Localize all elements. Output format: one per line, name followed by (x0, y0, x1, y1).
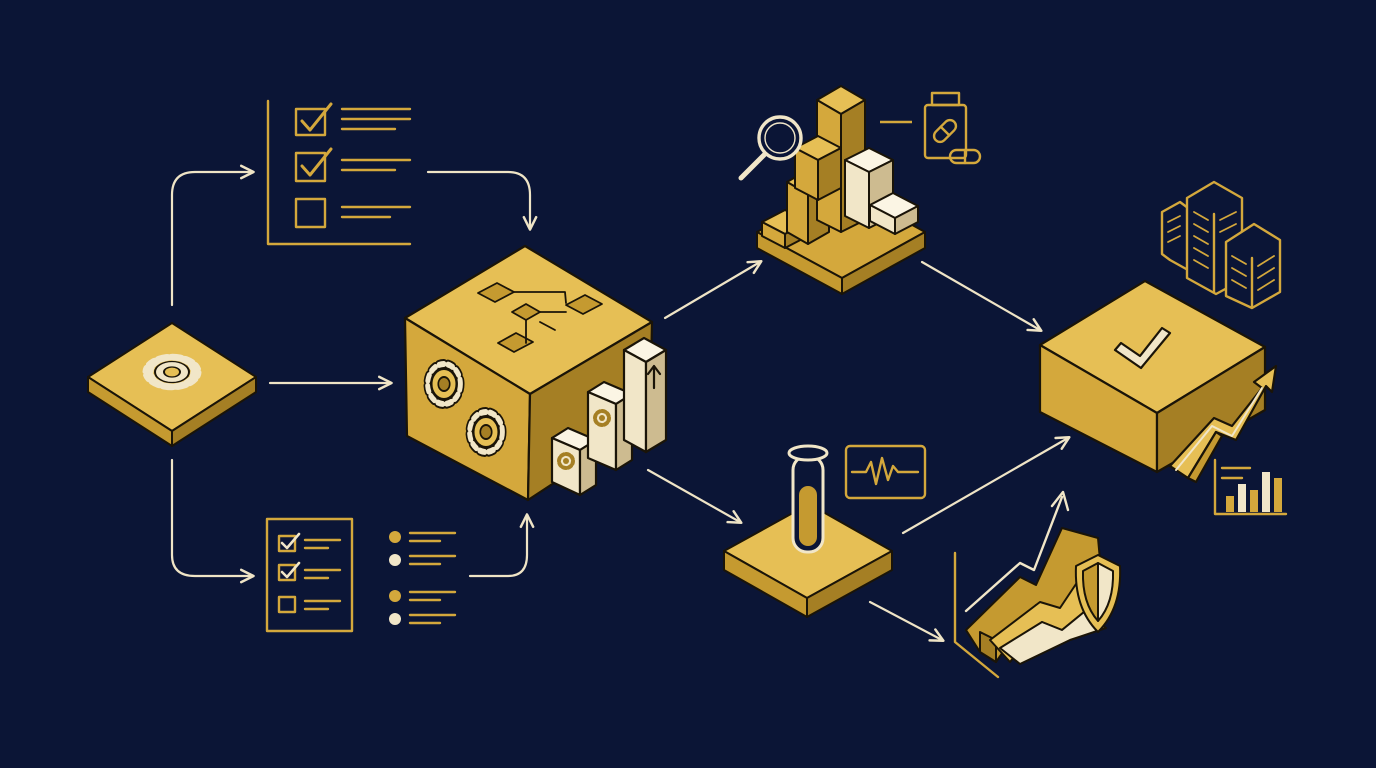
shield-icon (1074, 554, 1122, 633)
bullet-icon (389, 590, 401, 602)
arrow-checklist-to-cube (426, 170, 538, 231)
checkbox-empty-icon (294, 197, 327, 229)
up-arrow-icon (646, 364, 662, 390)
checklist-document (266, 99, 412, 246)
checkbox-checked-icon (277, 532, 301, 553)
gear-icon (142, 353, 202, 391)
approved-outcome-box (1038, 279, 1278, 484)
process-cube (403, 244, 668, 502)
risk-growth-chart (953, 490, 1122, 679)
bullet-icon (389, 554, 401, 566)
lab-test-platform (723, 444, 893, 618)
arrow-cube-to-lab (646, 468, 743, 524)
arrow-lab-to-outcome (901, 435, 1071, 535)
pill-bottle-icon (923, 91, 968, 160)
gear-icon (557, 452, 575, 470)
arrow-lab-to-risk-chart (868, 600, 945, 642)
document-frame (266, 99, 412, 246)
checklist-with-bullets (265, 517, 354, 633)
bar-chart-icon (550, 336, 668, 497)
bullet-icon (389, 613, 401, 625)
checkbox-empty-icon (277, 595, 297, 614)
arrow-config-to-checklist (170, 164, 255, 307)
chart-axes (953, 551, 1000, 679)
capsule-icon (948, 148, 982, 165)
heartbeat-monitor-icon (844, 444, 927, 500)
checkbox-checked-icon (294, 147, 333, 183)
checkmark-icon (1113, 326, 1172, 370)
arrow-analysis-to-outcome (920, 260, 1043, 333)
test-tube-icon (787, 444, 829, 554)
connectors (170, 164, 1071, 642)
checkbox-checked-icon (294, 102, 333, 137)
bullet-list (389, 531, 457, 625)
bar-chart-icon (1213, 458, 1288, 516)
configuration-platform (87, 322, 257, 447)
gear-icon (465, 407, 507, 457)
checkbox-checked-icon (277, 561, 301, 582)
buildings-icon (1160, 180, 1282, 310)
growth-arrow-icon (1168, 364, 1278, 484)
clipboard-frame (265, 517, 354, 633)
arrow-config-to-bullet-checklist (170, 458, 255, 584)
arrow-bullet-checklist-to-cube (468, 513, 535, 578)
magnifier-icon (738, 115, 803, 181)
gear-icon (423, 359, 465, 409)
gear-icon (593, 409, 611, 427)
flowchart-icon (477, 282, 603, 353)
analysis-platform (738, 85, 926, 295)
arrow-cube-to-analysis (663, 259, 763, 320)
bullet-icon (389, 531, 401, 543)
